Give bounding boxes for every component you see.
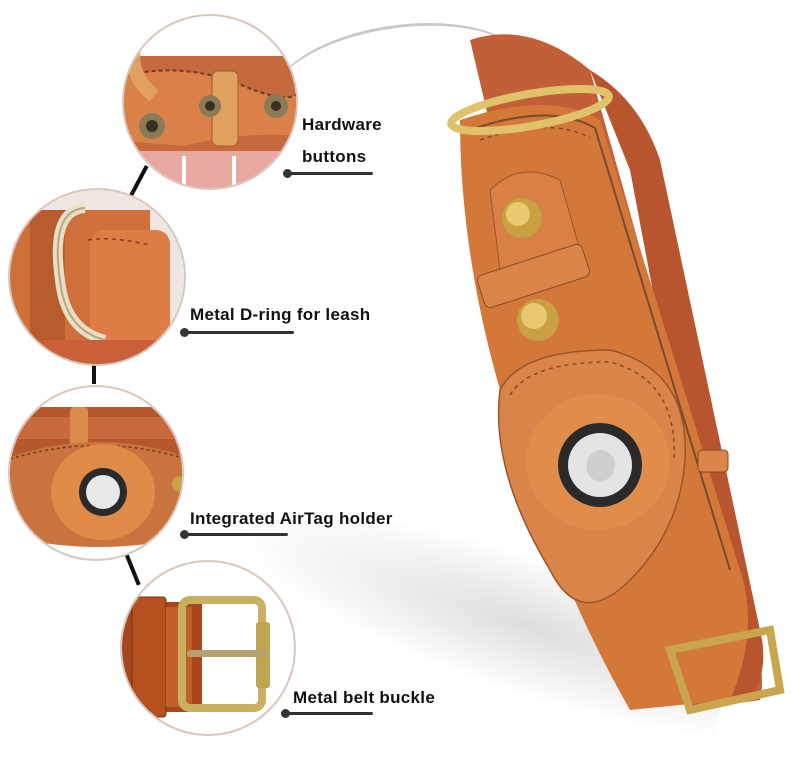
pointer-belt-buckle — [281, 709, 373, 718]
airtag-icon — [10, 407, 182, 547]
buckle-icon — [664, 625, 785, 715]
snap-button-icon — [124, 44, 296, 188]
callout-label-belt-buckle: Metal belt buckle — [293, 688, 436, 707]
buckle-icon — [122, 596, 270, 718]
pointer-d-ring — [180, 328, 294, 337]
callout-hardware-line2: buttons — [302, 147, 367, 166]
pointer-hardware-buttons — [283, 169, 373, 178]
connector-line-2 — [92, 362, 96, 384]
pointer-airtag-holder — [180, 530, 288, 539]
callout-label-airtag-holder: Integrated AirTag holder — [190, 509, 393, 528]
connector-line-3 — [125, 554, 141, 586]
callout-hardware-line1: Hardware — [302, 115, 382, 134]
callout-label-hardware-buttons: Hardware buttons — [302, 109, 382, 173]
d-ring-icon — [10, 190, 184, 364]
detail-circle-airtag-holder — [8, 385, 184, 561]
callout-label-d-ring: Metal D-ring for leash — [190, 305, 371, 324]
detail-circle-d-ring — [8, 188, 186, 366]
product-infographic: Hardware buttons Metal D-ring for leash … — [8, 7, 785, 757]
d-ring-icon — [447, 84, 613, 136]
detail-circle-belt-buckle — [120, 560, 296, 736]
detail-circle-hardware-buttons — [122, 14, 298, 190]
main-collar-image — [447, 34, 785, 715]
